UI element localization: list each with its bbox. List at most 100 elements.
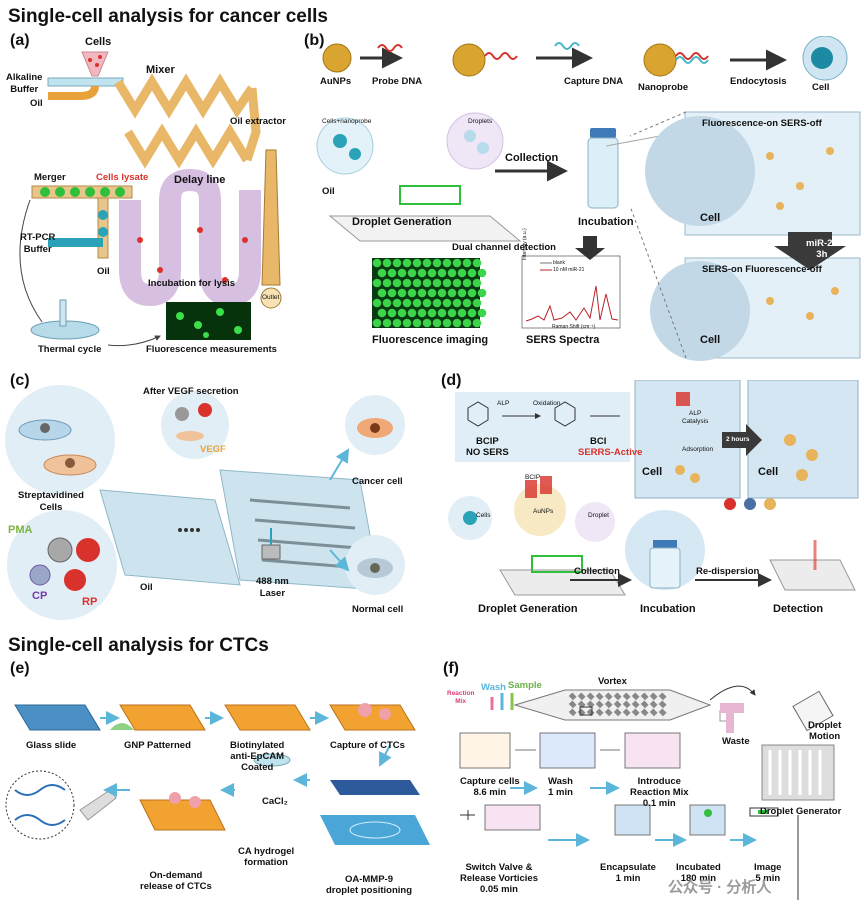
droplet-dot — [372, 258, 382, 268]
label-droplet-generation-d: Droplet Generation — [478, 603, 578, 615]
droplet-dot — [392, 318, 402, 328]
droplet-dot — [407, 268, 417, 278]
vortex-chamber — [604, 708, 613, 717]
label-on-demand: On-demand release of CTCs — [140, 870, 212, 892]
droplet-dot — [392, 298, 402, 308]
label-vortex: Vortex — [598, 676, 627, 687]
label-incubation-lysis: Incubation for lysis — [148, 278, 236, 289]
droplet-dot — [437, 268, 447, 278]
label-endocytosis: Endocytosis — [730, 76, 787, 87]
label-alp-catalysis: ALP Catalysis — [682, 410, 709, 425]
label-cacl2: CaCl₂ — [262, 796, 288, 807]
vortex-chamber — [622, 700, 631, 709]
droplet-dot — [477, 308, 487, 318]
label-alp: ALP — [497, 400, 510, 407]
label-cell-b-right-bottom: Cell — [700, 334, 721, 346]
vortex-chamber — [613, 692, 622, 701]
label-delay-line: Delay line — [174, 174, 226, 186]
droplet-dot — [432, 258, 442, 268]
droplet-dot — [447, 268, 457, 278]
droplet-dot — [412, 258, 422, 268]
droplet-dot — [372, 278, 382, 288]
vortex-chamber — [649, 700, 658, 709]
vortex-chamber — [586, 708, 595, 717]
droplet-dot — [452, 318, 462, 328]
label-laser: 488 nm Laser — [256, 576, 289, 599]
droplet-dot — [472, 258, 482, 268]
droplet-dot — [432, 318, 442, 328]
droplet-dot — [377, 288, 387, 298]
label-introduce-reaction-mix: Introduce Reaction Mix 0.1 min — [630, 776, 689, 809]
label-capture-cells-step: Capture cells 8.6 min — [460, 776, 520, 798]
vortex-chamber — [595, 700, 604, 709]
droplet-dot — [462, 298, 472, 308]
droplet-dot — [387, 288, 397, 298]
label-waste: Waste — [722, 736, 750, 747]
panel-c-diagram — [5, 385, 405, 620]
droplet-dot — [377, 268, 387, 278]
label-sample-inlet: Sample — [508, 680, 542, 691]
label-probe-dna: Probe DNA — [372, 76, 423, 87]
droplet-dot — [372, 318, 382, 328]
droplet-dot — [387, 268, 397, 278]
label-droplet-generator: Droplet Generator — [760, 806, 842, 817]
label-mixer: Mixer — [146, 64, 175, 76]
droplet-dot — [427, 288, 437, 298]
droplet-dot — [417, 288, 427, 298]
droplet-dot — [412, 298, 422, 308]
panel-label-e: (e) — [10, 660, 30, 677]
spectrum-xlabel: Raman Shift (cm⁻¹) — [552, 324, 596, 330]
droplet-dot — [387, 308, 397, 318]
vortex-chamber — [613, 708, 622, 717]
label-droplets-b: Droplets — [468, 118, 493, 125]
label-cp: CP — [32, 590, 48, 602]
label-after-vegf: After VEGF secretion — [143, 386, 239, 397]
label-cells-d: Cells — [476, 512, 491, 519]
droplet-dot — [477, 288, 487, 298]
label-encapsulate: Encapsulate 1 min — [600, 862, 656, 884]
panel-label-f: (f) — [443, 660, 459, 677]
panel-f-diagram — [459, 685, 835, 900]
label-cell-b-right-top: Cell — [700, 212, 721, 224]
droplet-dot — [467, 268, 477, 278]
label-wash-inlet: Wash — [481, 682, 506, 693]
panel-d-diagram — [448, 380, 859, 596]
vortex-chamber — [649, 708, 658, 717]
vortex-chamber — [640, 708, 649, 717]
droplet-dot — [437, 308, 447, 318]
label-oil-bottom: Oil — [97, 266, 110, 277]
vortex-chamber — [640, 692, 649, 701]
vortex-chamber — [658, 692, 667, 701]
label-capture-dna: Capture DNA — [564, 76, 624, 87]
droplet-dot — [422, 298, 432, 308]
label-re-dispersion: Re-dispersion — [696, 566, 760, 577]
label-glass-slide: Glass slide — [26, 740, 77, 751]
droplet-dot — [402, 258, 412, 268]
label-droplet-generation-b: Droplet Generation — [352, 216, 452, 228]
vortex-chamber — [568, 700, 577, 709]
label-bci: BCI — [590, 436, 607, 447]
label-streptavidined: Streptavidined Cells — [18, 490, 84, 513]
label-sers-spectra: SERS Spectra — [526, 334, 600, 346]
droplet-dot — [397, 288, 407, 298]
droplet-dot — [407, 308, 417, 318]
label-sers-on-fl-off: SERS-on Fluorescence-off — [702, 264, 822, 275]
label-fluorescence-measurements: Fluorescence measurements — [146, 344, 277, 355]
droplet-dot — [412, 318, 422, 328]
label-bcip-no-sers: BCIP NO SERS — [466, 436, 509, 458]
droplet-dot — [467, 308, 477, 318]
label-incubation-d: Incubation — [640, 603, 696, 615]
label-capture-ctcs: Capture of CTCs — [330, 740, 405, 751]
label-aunps-d: AuNPs — [533, 508, 554, 515]
droplet-dot — [462, 318, 472, 328]
label-nanoprobe: Nanoprobe — [638, 82, 689, 93]
panel-label-a: (a) — [10, 32, 30, 49]
droplet-dot — [472, 318, 482, 328]
label-rp: RP — [82, 596, 98, 608]
vortex-chamber — [658, 708, 667, 717]
vortex-chamber — [631, 692, 640, 701]
label-wash-step: Wash 1 min — [548, 776, 573, 798]
droplet-dot — [462, 278, 472, 288]
label-biotinylated: Biotinylated anti-EpCAM Coated — [230, 740, 285, 773]
droplet-dot — [447, 288, 457, 298]
